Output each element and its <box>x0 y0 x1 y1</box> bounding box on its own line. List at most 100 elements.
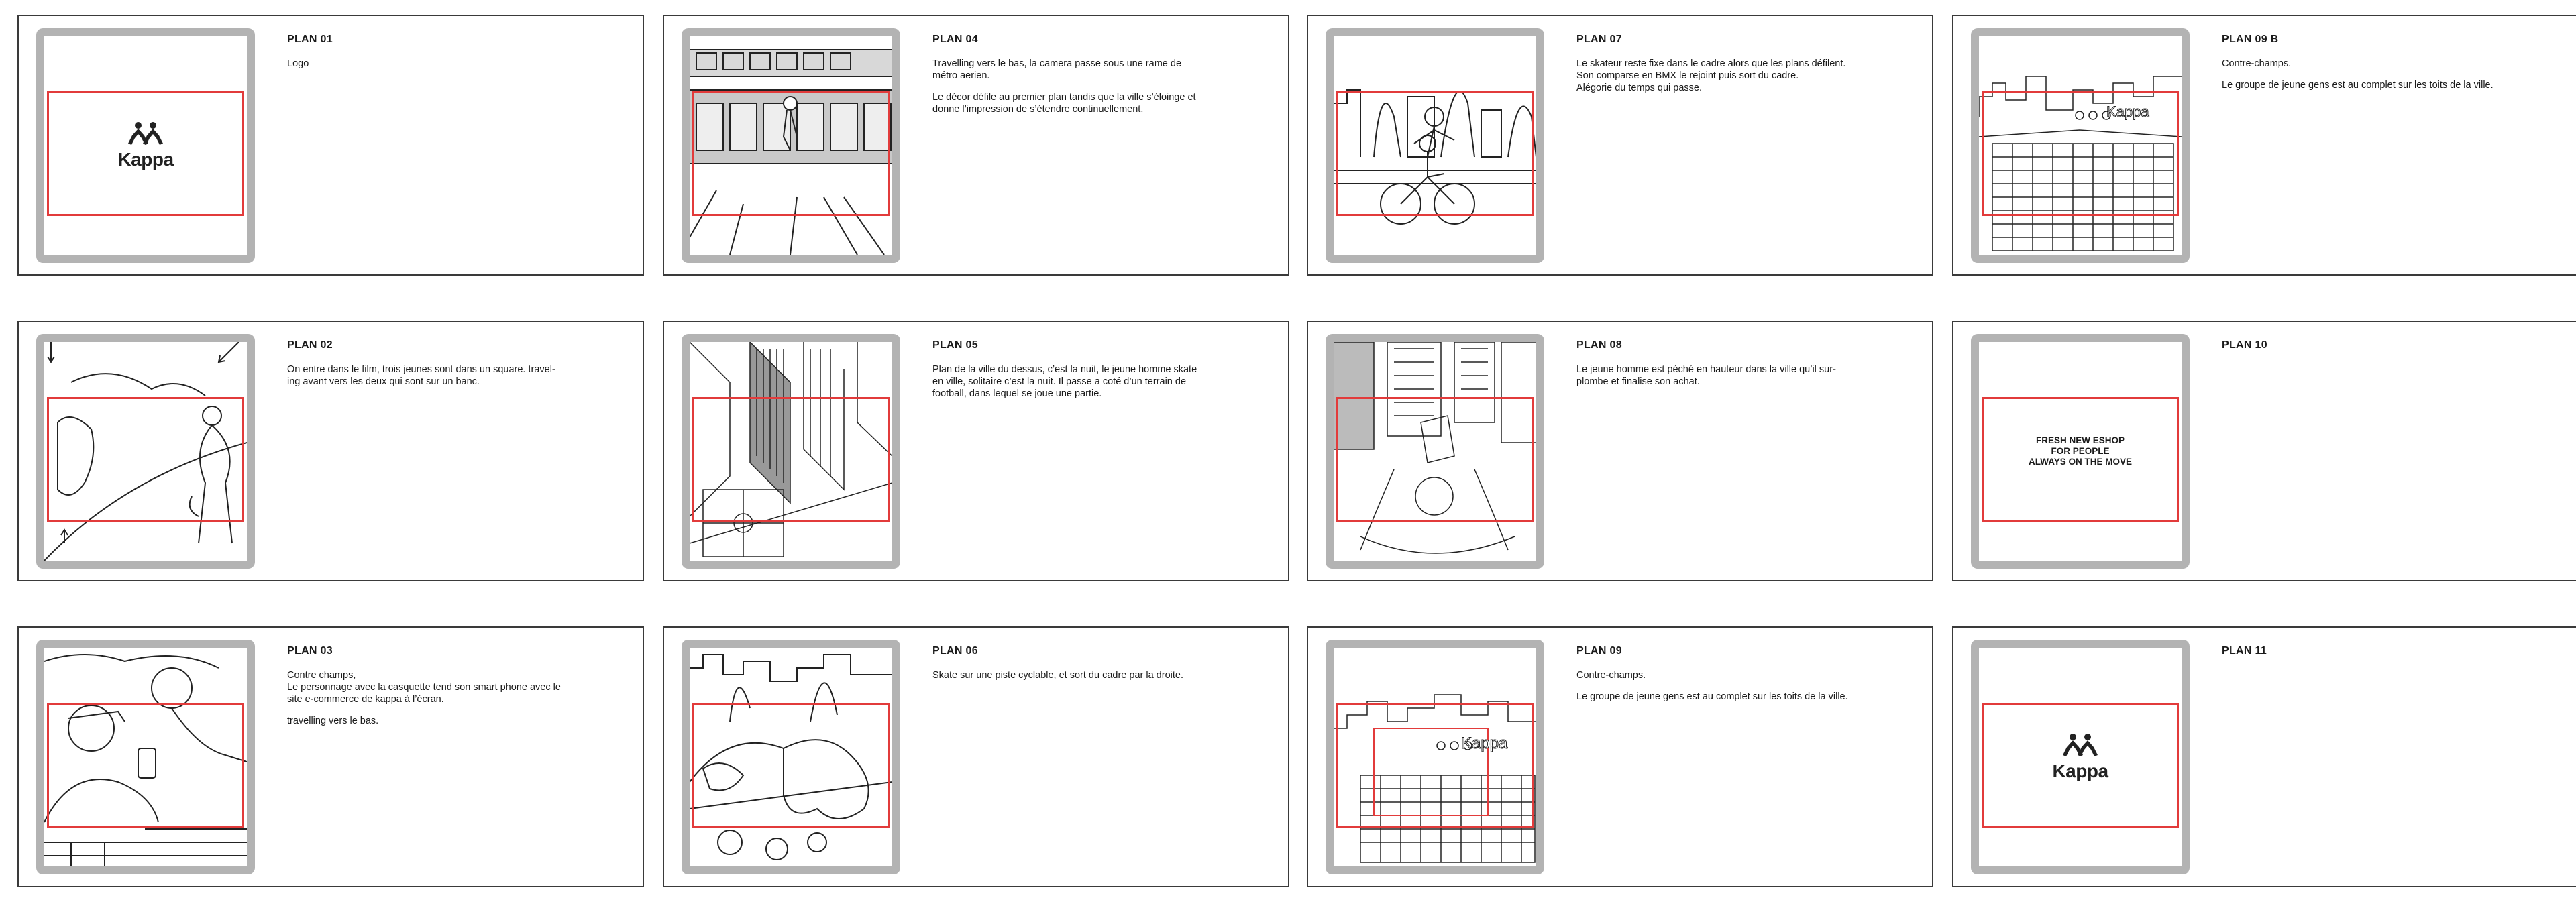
plan-paragraph: Le groupe de jeune gens est au complet s… <box>2222 80 2493 91</box>
storyboard-card-plan-07: PLAN 07 Le skateur reste fixe dans le ca… <box>1307 15 1933 276</box>
rooftop-sign: Kappa <box>1461 734 1508 752</box>
plan-title: PLAN 11 <box>2222 645 2267 657</box>
storyboard-frame <box>682 28 900 263</box>
kappa-logo-icon <box>128 122 163 145</box>
tagline: FRESH NEW ESHOP FOR PEOPLE ALWAYS ON THE… <box>1979 342 2182 561</box>
storyboard-frame <box>36 334 255 569</box>
storyboard-card-plan-11: Kappa PLAN 11 <box>1952 626 2576 887</box>
storyboard-frame <box>682 334 900 569</box>
plan-paragraph: Contre-champs. <box>2222 58 2292 69</box>
kappa-logo: Kappa <box>44 36 247 255</box>
plan-description: Logo <box>287 58 623 70</box>
plan-description: Contre champs, Le personnage avec la cas… <box>287 669 623 727</box>
sketch-skater-bmx <box>1334 89 1536 225</box>
plan-text: PLAN 01 Logo <box>287 34 623 79</box>
plan-paragraph: Le groupe de jeune gens est au complet s… <box>1576 691 1848 702</box>
plan-text: PLAN 09 B Contre-champs. Le groupe de je… <box>2222 34 2557 101</box>
plan-paragraph: Le jeune homme est péché en hauteur dans… <box>1576 364 1836 387</box>
safe-area-rect <box>1336 91 1534 216</box>
kappa-logo-icon <box>2063 734 2098 756</box>
storyboard-card-plan-02: PLAN 02 On entre dans le film, trois jeu… <box>17 321 644 581</box>
rooftop-sign: Kappa <box>2106 103 2149 120</box>
storyboard-card-plan-09: Kappa PLAN 09 Contre-champs. Le groupe d… <box>1307 626 1933 887</box>
logo-wordmark: Kappa <box>2052 760 2108 781</box>
plan-paragraph: On entre dans le film, trois jeunes sont… <box>287 364 555 387</box>
plan-text: PLAN 07 Le skateur reste fixe dans le ca… <box>1576 34 1912 103</box>
plan-title: PLAN 09 <box>1576 645 1622 657</box>
plan-description: Le jeune homme est péché en hauteur dans… <box>1576 363 1912 388</box>
safe-area-rect <box>1982 703 2179 828</box>
plan-paragraph: Logo <box>287 58 309 69</box>
logo-wordmark: Kappa <box>117 149 174 170</box>
plan-title: PLAN 01 <box>287 34 333 45</box>
storyboard-frame <box>1326 334 1544 569</box>
storyboard-card-plan-10: FRESH NEW ESHOP FOR PEOPLE ALWAYS ON THE… <box>1952 321 2576 581</box>
plan-text: PLAN 09 Contre-champs. Le groupe de jeun… <box>1576 645 1912 712</box>
plan-paragraph: Le skateur reste fixe dans le cadre alor… <box>1576 58 1846 93</box>
storyboard-card-plan-09b: Kappa PLAN 09 B Contre-champs. Le groupe… <box>1952 15 2576 276</box>
plan-text: PLAN 08 Le jeune homme est péché en haut… <box>1576 339 1912 397</box>
sketch-bike-lane <box>690 654 892 860</box>
plan-description: Contre-champs. Le groupe de jeune gens e… <box>1576 669 1912 703</box>
sketch-metro-travelling <box>690 49 892 255</box>
plan-title: PLAN 05 <box>932 339 978 351</box>
sketch-overlooking-city <box>1334 342 1536 554</box>
plan-paragraph: Plan de la ville du dessus, c’est la nui… <box>932 364 1197 399</box>
safe-area-rect <box>47 91 244 216</box>
storyboard-frame: Kappa <box>36 28 255 263</box>
plan-text: PLAN 03 Contre champs, Le personnage ave… <box>287 645 623 736</box>
plan-title: PLAN 06 <box>932 645 978 657</box>
sketch-square-bench <box>44 342 247 561</box>
plan-description: Skate sur une piste cyclable, et sort du… <box>932 669 1268 681</box>
safe-area-rect <box>692 91 890 216</box>
storyboard-card-plan-01: Kappa PLAN 01 Logo <box>17 15 644 276</box>
plan-title: PLAN 10 <box>2222 339 2267 351</box>
plan-description: Plan de la ville du dessus, c’est la nui… <box>932 363 1268 400</box>
plan-title: PLAN 04 <box>932 34 978 45</box>
plan-title: PLAN 09 B <box>2222 34 2279 45</box>
storyboard-frame: Kappa <box>1971 640 2190 874</box>
plan-title: PLAN 07 <box>1576 34 1622 45</box>
plan-title: PLAN 03 <box>287 645 333 657</box>
sketch-phone-reverse-shot <box>44 654 247 866</box>
storyboard-frame <box>36 640 255 874</box>
storyboard-frame <box>1326 28 1544 263</box>
safe-area-rect <box>1336 703 1534 828</box>
sketch-rooftops-group-wide: Kappa <box>1334 694 1536 863</box>
safe-area-rect <box>1982 91 2179 216</box>
plan-description: Le skateur reste fixe dans le cadre alor… <box>1576 58 1912 94</box>
safe-area-rect <box>47 703 244 828</box>
sketch-rooftops-group: Kappa <box>1979 76 2182 251</box>
plan-text: PLAN 10 <box>2222 339 2557 363</box>
kappa-logo: Kappa <box>1979 648 2182 866</box>
plan-paragraph: Contre champs, Le personnage avec la cas… <box>287 670 561 705</box>
storyboard-card-plan-04: PLAN 04 Travelling vers le bas, la camer… <box>663 15 1289 276</box>
plan-paragraph: travelling vers le bas. <box>287 716 379 726</box>
sketch-aerial-city <box>690 342 892 557</box>
storyboard-frame <box>682 640 900 874</box>
safe-area-rect <box>47 397 244 522</box>
plan-description: Travelling vers le bas, la camera passe … <box>932 58 1268 115</box>
plan-description: On entre dans le film, trois jeunes sont… <box>287 363 623 388</box>
storyboard-frame: Kappa <box>1326 640 1544 874</box>
plan-paragraph: Le décor défile au premier plan tandis q… <box>932 92 1196 115</box>
tagline-line: ALWAYS ON THE MOVE <box>2028 457 2133 467</box>
plan-text: PLAN 11 <box>2222 645 2557 669</box>
tagline-line: FRESH NEW ESHOP <box>2035 435 2125 445</box>
storyboard-card-plan-03: PLAN 03 Contre champs, Le personnage ave… <box>17 626 644 887</box>
plan-paragraph: Travelling vers le bas, la camera passe … <box>932 58 1182 81</box>
plan-description: Contre-champs. Le groupe de jeune gens e… <box>2222 58 2557 91</box>
safe-area-rect <box>1336 397 1534 522</box>
safe-area-rect <box>692 397 890 522</box>
plan-text: PLAN 06 Skate sur une piste cyclable, et… <box>932 645 1268 691</box>
storyboard-frame: FRESH NEW ESHOP FOR PEOPLE ALWAYS ON THE… <box>1971 334 2190 569</box>
tagline-line: FOR PEOPLE <box>2051 446 2110 456</box>
safe-area-rect <box>1982 397 2179 522</box>
plan-text: PLAN 05 Plan de la ville du dessus, c’es… <box>932 339 1268 409</box>
plan-title: PLAN 08 <box>1576 339 1622 351</box>
plan-text: PLAN 04 Travelling vers le bas, la camer… <box>932 34 1268 125</box>
storyboard-card-plan-08: PLAN 08 Le jeune homme est péché en haut… <box>1307 321 1933 581</box>
safe-area-rect <box>692 703 890 828</box>
plan-text: PLAN 02 On entre dans le film, trois jeu… <box>287 339 623 397</box>
storyboard-card-plan-06: PLAN 06 Skate sur une piste cyclable, et… <box>663 626 1289 887</box>
